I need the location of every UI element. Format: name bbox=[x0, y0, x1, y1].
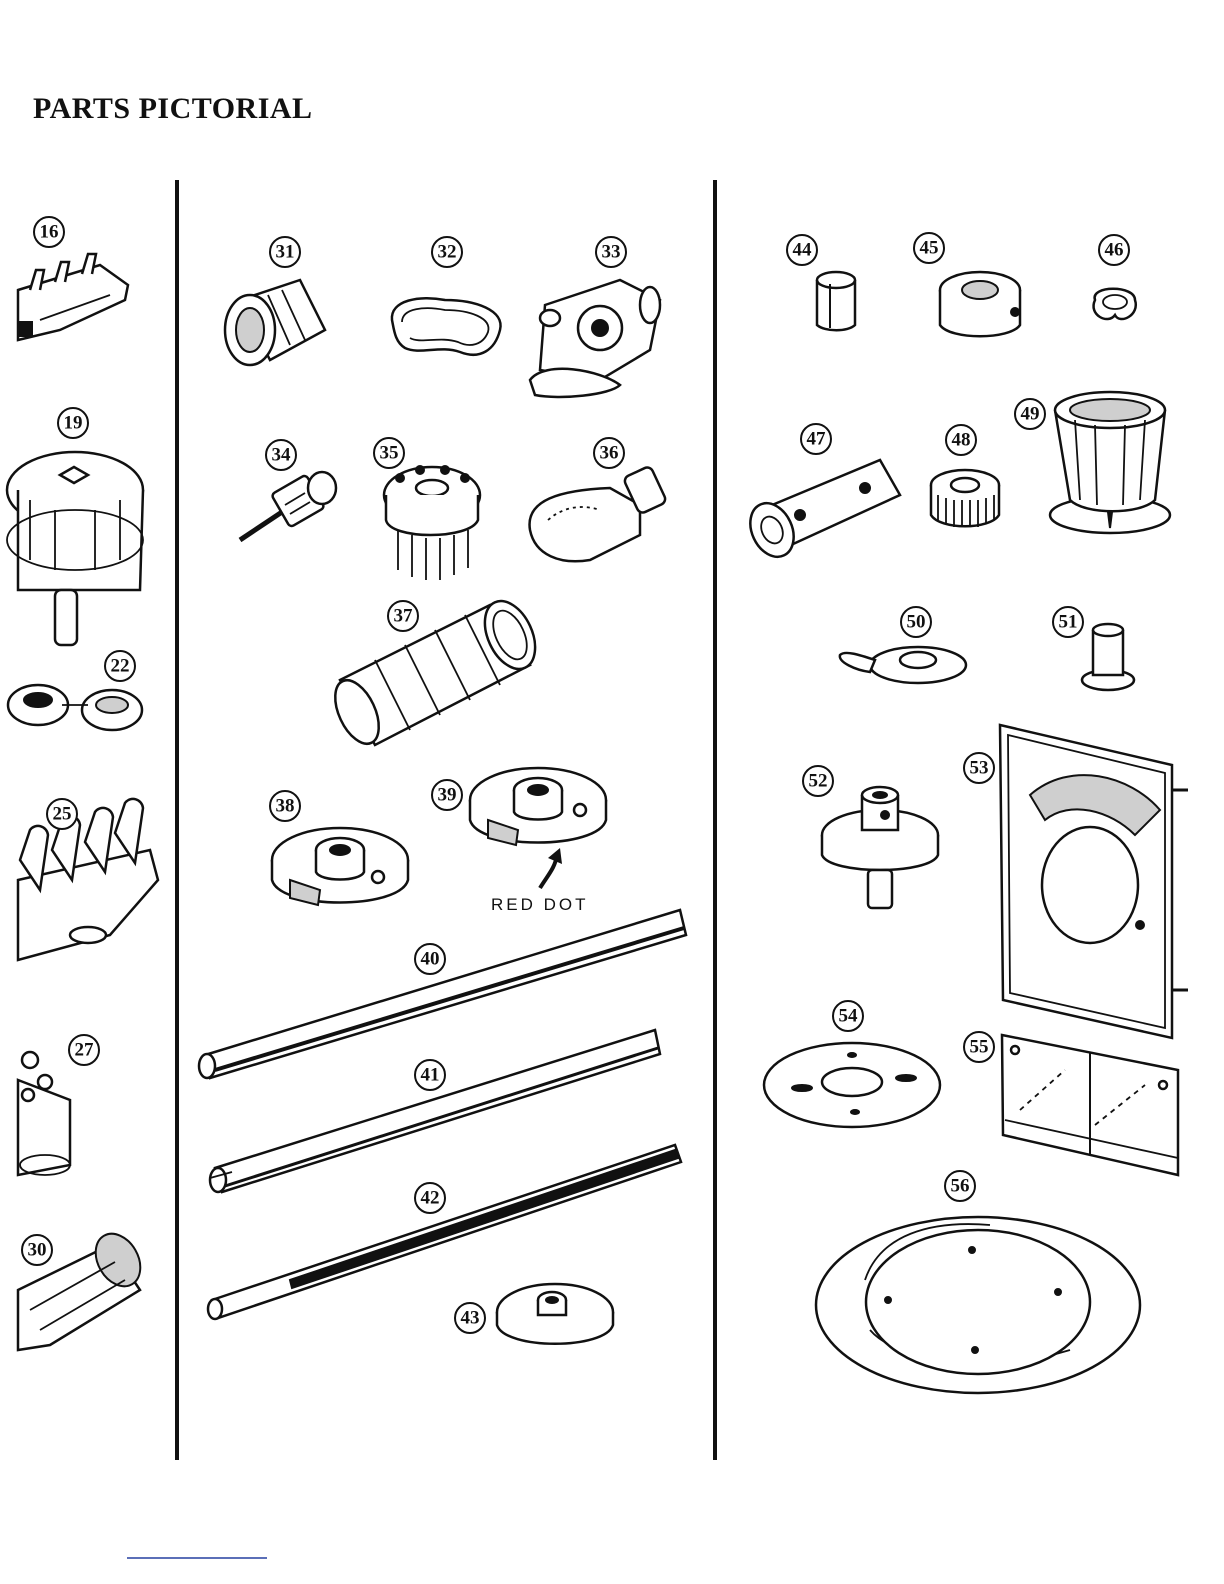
svg-text:47: 47 bbox=[807, 429, 827, 450]
callout-53: 53 bbox=[964, 753, 994, 783]
svg-text:42: 42 bbox=[421, 1188, 440, 1209]
callout-49: 49 bbox=[1015, 399, 1045, 429]
callout-41: 41 bbox=[415, 1060, 445, 1090]
svg-text:51: 51 bbox=[1059, 612, 1078, 633]
svg-text:49: 49 bbox=[1021, 404, 1040, 425]
part-43-pulley-drawing bbox=[497, 1284, 613, 1344]
part-55-window-drawing bbox=[1002, 1035, 1178, 1175]
callout-19: 19 bbox=[58, 408, 88, 438]
svg-text:40: 40 bbox=[421, 949, 440, 970]
callout-39: 39 bbox=[432, 780, 462, 810]
svg-text:43: 43 bbox=[461, 1308, 480, 1329]
part-45-collar-drawing bbox=[940, 272, 1020, 336]
svg-text:37: 37 bbox=[394, 606, 414, 627]
callout-30: 30 bbox=[22, 1235, 52, 1265]
callout-51: 51 bbox=[1053, 607, 1083, 637]
part-54-plate-drawing bbox=[764, 1043, 940, 1127]
svg-text:53: 53 bbox=[970, 758, 989, 779]
callout-50: 50 bbox=[901, 607, 931, 637]
callout-35: 35 bbox=[374, 438, 404, 468]
svg-text:56: 56 bbox=[951, 1176, 970, 1197]
part-19-rotary-switch-drawing bbox=[7, 452, 143, 645]
callout-54: 54 bbox=[833, 1001, 863, 1031]
part-35-tube-socket-drawing bbox=[384, 466, 480, 580]
part-27-socket-drawing bbox=[18, 1052, 70, 1175]
svg-text:19: 19 bbox=[64, 413, 83, 434]
svg-text:22: 22 bbox=[111, 656, 130, 677]
part-16-switch-drawing bbox=[18, 254, 128, 340]
callout-43: 43 bbox=[455, 1303, 485, 1333]
part-31-plug-drawing bbox=[225, 280, 325, 365]
part-52-pot-drawing bbox=[822, 787, 938, 908]
part-38-pulley-drawing bbox=[272, 828, 408, 905]
svg-text:35: 35 bbox=[380, 443, 399, 464]
svg-text:38: 38 bbox=[276, 796, 295, 817]
callout-27: 27 bbox=[69, 1035, 99, 1065]
part-37-coil-drawing bbox=[326, 593, 545, 750]
footer-rule bbox=[127, 1557, 267, 1559]
callout-55: 55 bbox=[964, 1032, 994, 1062]
callout-32: 32 bbox=[432, 237, 462, 267]
svg-text:44: 44 bbox=[793, 240, 813, 261]
part-39-pulley-drawing bbox=[470, 768, 606, 845]
part-48-knurled-nut-drawing bbox=[931, 470, 999, 527]
svg-text:41: 41 bbox=[421, 1065, 440, 1086]
svg-text:39: 39 bbox=[438, 785, 457, 806]
svg-text:46: 46 bbox=[1105, 240, 1124, 261]
svg-text:55: 55 bbox=[970, 1037, 989, 1058]
callout-56: 56 bbox=[945, 1171, 975, 1201]
part-50-lock-washer-drawing bbox=[840, 647, 966, 683]
svg-text:34: 34 bbox=[272, 445, 292, 466]
part-49-knob-drawing bbox=[1050, 392, 1170, 533]
svg-text:33: 33 bbox=[602, 242, 621, 263]
svg-text:30: 30 bbox=[28, 1240, 47, 1261]
callout-37: 37 bbox=[388, 601, 418, 631]
callout-44: 44 bbox=[787, 235, 817, 265]
callout-48: 48 bbox=[946, 425, 976, 455]
svg-text:36: 36 bbox=[600, 443, 619, 464]
callout-45: 45 bbox=[914, 233, 944, 263]
svg-text:54: 54 bbox=[839, 1006, 859, 1027]
part-46-clip-drawing bbox=[1094, 289, 1136, 319]
callout-42: 42 bbox=[415, 1183, 445, 1213]
svg-text:32: 32 bbox=[438, 242, 457, 263]
part-56-dial-scale-drawing bbox=[816, 1217, 1140, 1393]
svg-text:48: 48 bbox=[952, 430, 971, 451]
svg-text:27: 27 bbox=[75, 1040, 95, 1061]
svg-text:52: 52 bbox=[809, 771, 828, 792]
callout-38: 38 bbox=[270, 791, 300, 821]
callout-16: 16 bbox=[34, 217, 64, 247]
svg-text:25: 25 bbox=[53, 804, 72, 825]
part-22-grommet-pair-drawing bbox=[8, 685, 142, 730]
part-44-bushing-drawing bbox=[817, 272, 855, 330]
callout-31: 31 bbox=[270, 237, 300, 267]
part-47-coupler-drawing bbox=[742, 460, 900, 564]
part-36-lamp-drawing bbox=[530, 466, 668, 562]
callout-36: 36 bbox=[594, 438, 624, 468]
svg-text:31: 31 bbox=[276, 242, 295, 263]
svg-text:45: 45 bbox=[920, 238, 939, 259]
red-dot-arrow bbox=[540, 848, 562, 888]
part-51-post-drawing bbox=[1082, 624, 1134, 690]
svg-text:16: 16 bbox=[40, 222, 59, 243]
callout-34: 34 bbox=[266, 440, 296, 470]
part-32-ring-drawing bbox=[392, 298, 501, 355]
callout-47: 47 bbox=[801, 424, 831, 454]
part-34-bolt-drawing bbox=[240, 472, 336, 540]
callout-25: 25 bbox=[47, 799, 77, 829]
callout-22: 22 bbox=[105, 651, 135, 681]
part-33-jack-drawing bbox=[530, 280, 660, 397]
red-dot-label: RED DOT bbox=[491, 895, 589, 914]
callout-33: 33 bbox=[596, 237, 626, 267]
part-53-dial-panel-drawing bbox=[1000, 725, 1188, 1038]
svg-text:50: 50 bbox=[907, 612, 926, 633]
callout-40: 40 bbox=[415, 944, 445, 974]
callout-46: 46 bbox=[1099, 235, 1129, 265]
callout-52: 52 bbox=[803, 766, 833, 796]
part-25-terminal-strip-drawing bbox=[18, 799, 158, 960]
